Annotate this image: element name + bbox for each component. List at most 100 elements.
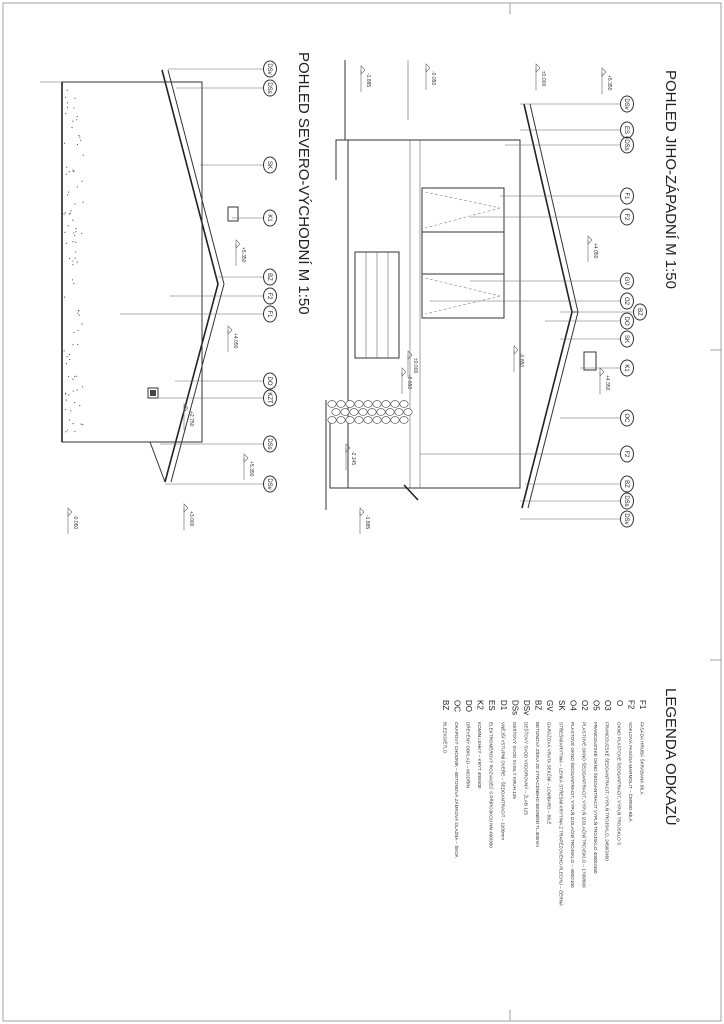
level-triangle <box>67 507 73 517</box>
legend-code: DSv <box>522 700 531 715</box>
stucco-dot <box>66 89 68 91</box>
terrain-step <box>335 139 348 180</box>
tag-label: DSv <box>266 478 272 489</box>
stucco-dot <box>73 282 75 285</box>
gravel-stone <box>336 400 346 408</box>
tag-label: DO <box>266 377 272 386</box>
tag-label: ES <box>623 126 629 134</box>
window-opening-mark <box>424 295 501 315</box>
tag-bubble <box>620 208 634 226</box>
gravel-stone <box>399 416 409 424</box>
gravel-stone <box>340 408 350 416</box>
stucco-dot <box>63 296 66 298</box>
tag-bubble <box>620 292 634 310</box>
stucco-dot <box>74 376 76 378</box>
stucco-dot <box>82 201 84 203</box>
stucco-dot <box>68 171 70 173</box>
legend-desc: DEŠŤOVÝ SVOD VODOROVNÝ – ŽLAB 125 <box>524 722 531 815</box>
stucco-dot <box>66 166 68 168</box>
stucco-dot <box>72 344 74 346</box>
legend-code: DO <box>464 700 473 712</box>
tag-label: SK <box>623 335 629 343</box>
level-label: ±0.000 <box>412 358 418 373</box>
stucco-dot <box>76 186 79 188</box>
stucco-dot <box>81 323 83 325</box>
stucco-dot <box>72 170 75 173</box>
stucco-dot <box>66 356 68 358</box>
stucco-dot <box>77 343 79 345</box>
legend-desc: OKAPOVÝ CHODNÍK – BETONOVÁ ZÁMKOVÁ DLAŽB… <box>454 722 461 859</box>
stucco-dot <box>65 96 67 98</box>
roof-outline-inner <box>167 69 225 483</box>
tag-label: BZ <box>266 273 272 281</box>
stucco-dot <box>65 242 68 244</box>
stucco-dot <box>73 331 75 334</box>
tag-bubble <box>263 305 277 323</box>
gravel-stone <box>345 400 355 408</box>
stucco-dot <box>75 231 77 233</box>
stucco-dot <box>72 169 74 171</box>
legend-code: DSs <box>510 700 519 715</box>
stucco-dot <box>63 213 65 215</box>
tag-label: DSv <box>266 63 272 74</box>
stucco-dot <box>76 143 79 146</box>
stucco-dot <box>72 120 74 122</box>
tag-bubble <box>620 187 634 205</box>
legend-code: O3 <box>603 700 612 711</box>
window-opening-mark <box>424 191 501 209</box>
stucco-dot <box>65 431 67 433</box>
stucco-dot <box>66 429 69 431</box>
level-triangle <box>227 325 233 335</box>
stucco-dot <box>70 410 72 412</box>
terrain-step <box>329 419 348 489</box>
legend-title-text: LEGENDA ODKAZŮ <box>662 688 680 826</box>
stucco-dot <box>67 194 69 196</box>
stucco-dot <box>82 154 84 156</box>
stucco-dot <box>65 363 68 365</box>
stucco-dot <box>78 134 80 137</box>
legend-desc: DEŠŤOVÝ SVOD SVISLÝ KRUH 125 <box>512 722 519 799</box>
stucco-dot <box>81 232 83 235</box>
stucco-dot <box>77 312 79 314</box>
stucco-dot <box>72 378 74 380</box>
legend-code: BZ <box>534 700 543 710</box>
view-sw-title-text: POHLED JIHO-ZÁPADNÍ M 1:50 <box>662 70 679 289</box>
tag-bubble <box>263 287 277 305</box>
stucco-dot <box>64 231 66 233</box>
stucco-dot <box>80 139 82 141</box>
level-triangle <box>359 507 365 517</box>
level-label: +5.350 <box>240 247 246 263</box>
tag-bubble <box>263 268 277 286</box>
tag-bubble <box>263 389 277 407</box>
vent-box-inner <box>150 390 156 396</box>
legend-desc: BLEZKO/ĚTLO <box>442 722 449 754</box>
tag-bubble <box>263 79 277 97</box>
level-label: +3.000 <box>188 511 194 527</box>
tag-bubble <box>263 60 277 78</box>
tag-label: KZT <box>266 392 272 404</box>
stucco-dot <box>64 408 67 411</box>
level-triangle <box>513 345 519 355</box>
tag-label: DSv <box>623 98 629 109</box>
gravel-stone <box>381 416 391 424</box>
tag-bubble <box>263 475 277 493</box>
stucco-dot <box>63 350 65 352</box>
facade-wall <box>347 139 521 489</box>
level-label: -0.050 <box>72 515 78 529</box>
stucco-dot <box>63 142 66 144</box>
legend-desc: KOMÍN LEHKÝ – KRYT 400/400 <box>477 722 483 789</box>
legend-code: F1 <box>638 700 647 710</box>
stucco-dot <box>72 260 74 262</box>
tag-label: SK <box>266 161 272 169</box>
tag-label: OC <box>623 414 629 424</box>
view-ne-drawing <box>40 69 239 483</box>
gravel-stone <box>358 408 368 416</box>
level-markers: +5.350±0.000-0.050-1.885+4.050+4.350-0.8… <box>67 63 612 534</box>
level-triangle <box>535 63 541 73</box>
level-label: -1.885 <box>364 515 370 529</box>
tag-label: BZ <box>623 480 629 488</box>
gravel-stone <box>381 400 391 408</box>
stucco-dot <box>67 375 70 378</box>
stucco-dot <box>73 234 76 237</box>
